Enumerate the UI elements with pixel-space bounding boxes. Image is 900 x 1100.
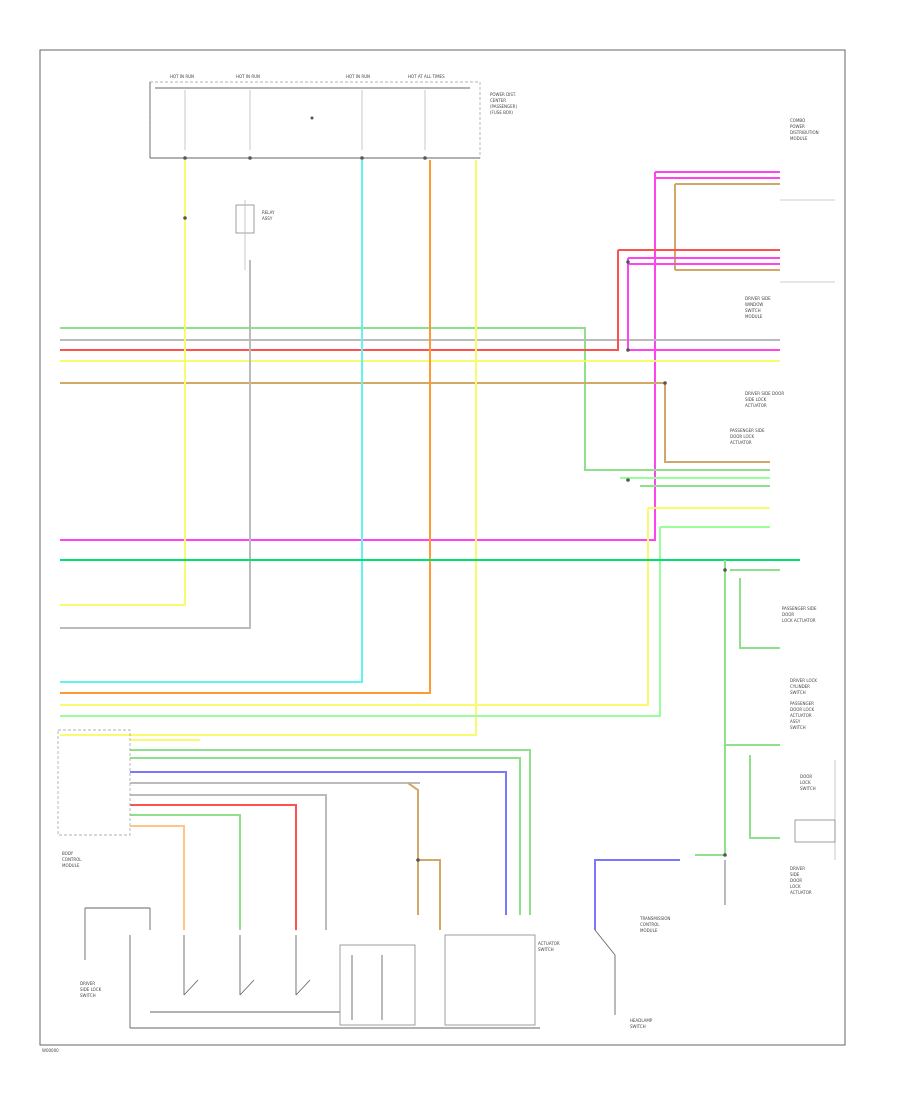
wire-green (695, 560, 726, 856)
wire-light-orange (130, 825, 185, 930)
wire-yellow (60, 160, 477, 736)
right-caption: CYLINDER (790, 684, 810, 689)
ground-left-caption: DRIVER (80, 981, 95, 986)
right-caption: LOCK (790, 884, 801, 889)
wire-red (130, 804, 297, 930)
wire-cyan (60, 160, 363, 683)
wires (60, 160, 800, 930)
lower-right-caption: CONTROL (640, 922, 660, 927)
right-caption: DISTRIBUTION (790, 130, 819, 135)
top-switch-label: HOT AT ALL TIMES (408, 74, 445, 79)
right-caption: PASSENGER SIDE (782, 606, 817, 611)
wire-gray (60, 260, 251, 629)
right-caption: DRIVER LOCK (790, 678, 817, 683)
wire-green (130, 814, 241, 930)
right-caption: SWITCH (790, 690, 806, 695)
top-switch-caption: POWER DIST. (490, 92, 516, 97)
ground-right-caption: HEADLAMP (630, 1018, 653, 1023)
right-caption: COMBO (790, 118, 805, 123)
lower-right-caption: TRANSMISSION (639, 916, 670, 921)
right-caption: ACTUATOR (790, 713, 812, 718)
wire-blue (594, 859, 680, 930)
wire-green (130, 757, 521, 915)
transmission-module: TRANSMISSION CONTROL MODULE HEADLAMP SWI… (594, 860, 726, 1029)
right-caption: PASSENGER SIDE (730, 428, 765, 433)
top-switch-caption: (PASSENGER) (490, 104, 517, 109)
left-module-caption: CONTROL (62, 857, 82, 862)
top-switch-caption: CENTER (490, 98, 506, 103)
wire-magenta (60, 172, 656, 541)
wire-green (749, 755, 780, 839)
footer-code: W00000 (42, 1048, 59, 1053)
wire-red (60, 250, 619, 351)
right-caption: ACTUATOR (745, 403, 767, 408)
wire-orange (60, 160, 431, 694)
wire-yellow (60, 160, 186, 606)
right-caption: DRIVER (790, 866, 805, 871)
right-caption: MODULE (745, 314, 763, 319)
top-switch-label: HOT IN RUN (236, 74, 260, 79)
relay-box: RELAY ASSY (235, 200, 275, 270)
right-caption: SWITCH (790, 725, 806, 730)
ground-left-caption: SWITCH (80, 993, 96, 998)
ground-right-caption: SWITCH (630, 1024, 646, 1029)
wire-tan (60, 382, 770, 463)
right-caption: SIDE (790, 872, 800, 877)
top-switch-caption: (FUSE BOX) (490, 110, 513, 115)
right-caption: WINDOW (745, 302, 763, 307)
module-right-caption: SWITCH (538, 947, 554, 952)
right-caption: ACTUATOR (730, 440, 752, 445)
right-caption: SWITCH (745, 308, 761, 313)
right-caption: DOOR (790, 878, 802, 883)
ground-left-caption: SIDE LOCK (80, 987, 102, 992)
bottom-switches: DRIVER SIDE LOCK SWITCH ACTUATOR SWITCH (80, 907, 560, 1029)
body-control-module: BODY CONTROL MODULE (57, 729, 131, 868)
right-caption: DOOR LOCK (730, 434, 754, 439)
left-module-caption: MODULE (62, 863, 80, 868)
right-caption: DRIVER SIDE (745, 296, 771, 301)
wire-tan (418, 859, 441, 930)
right-caption: SWITCH (800, 786, 816, 791)
right-captions: COMBO POWER DISTRIBUTION MODULE DRIVER S… (730, 118, 836, 895)
right-caption: MODULE (790, 136, 808, 141)
wire-green (739, 578, 780, 649)
lower-right-caption: MODULE (640, 928, 658, 933)
right-caption: DOOR (782, 612, 794, 617)
right-caption: LOCK (800, 780, 811, 785)
right-caption: DOOR (800, 774, 812, 779)
right-caption: ACTUATOR (790, 890, 812, 895)
right-caption: LOCK ACTUATOR (782, 618, 816, 623)
junction-dots (183, 216, 727, 862)
module-right-caption: ACTUATOR (538, 941, 560, 946)
wire-gray (130, 794, 327, 930)
right-caption: PASSENGER (790, 701, 814, 706)
right-caption: SIDE LOCK (745, 397, 767, 402)
diagram-frame (39, 49, 846, 1046)
top-switch-label: HOT IN RUN (346, 74, 370, 79)
wire-blue (130, 771, 507, 915)
wire-green (60, 327, 770, 471)
right-caption: DOOR LOCK (790, 707, 814, 712)
top-switch-label: HOT IN RUN (170, 74, 194, 79)
right-caption: ASSY (790, 719, 801, 724)
wire-yellow (60, 508, 649, 706)
left-module-caption: BODY (62, 851, 74, 856)
right-caption: DRIVER SIDE DOOR (745, 391, 784, 396)
wire-green (130, 749, 531, 915)
wire-tan (407, 782, 419, 915)
right-caption: POWER (790, 124, 805, 129)
power-distribution-block: HOT IN RUN HOT IN RUN HOT IN RUN HOT AT … (149, 74, 517, 160)
svg-text:RELAY: RELAY (262, 210, 275, 215)
svg-text:ASSY: ASSY (262, 216, 273, 221)
wire-lime (60, 527, 661, 717)
